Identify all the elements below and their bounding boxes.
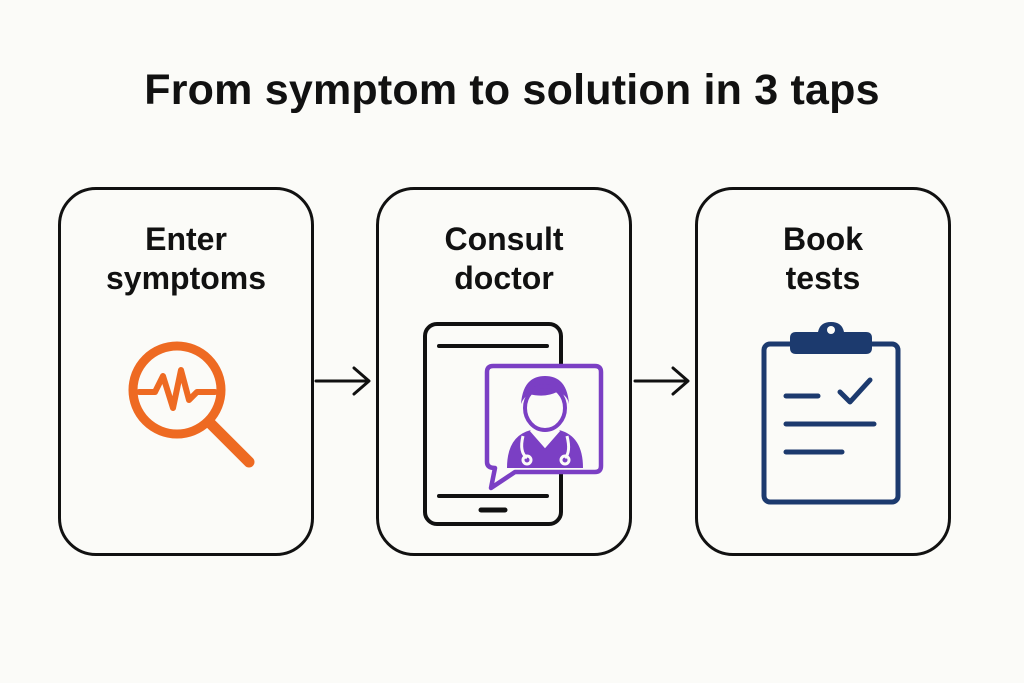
step-card-book-tests[interactable]: Book tests (695, 187, 951, 556)
step-card-consult-doctor[interactable]: Consult doctor (376, 187, 632, 556)
clipboard-checklist-icon (761, 322, 901, 505)
doctor-video-call-icon (423, 322, 604, 526)
page-title: From symptom to solution in 3 taps (144, 66, 880, 114)
arrow-right-icon (633, 366, 690, 396)
step-card-enter-symptoms[interactable]: Enter symptoms (58, 187, 314, 556)
step-label-consult-doctor: Consult doctor (444, 221, 564, 296)
step-label-enter-symptoms: Enter symptoms (105, 221, 267, 296)
arrow-right-icon (314, 366, 371, 396)
step-label-book-tests: Book tests (783, 221, 863, 296)
symptom-search-icon (128, 341, 255, 468)
